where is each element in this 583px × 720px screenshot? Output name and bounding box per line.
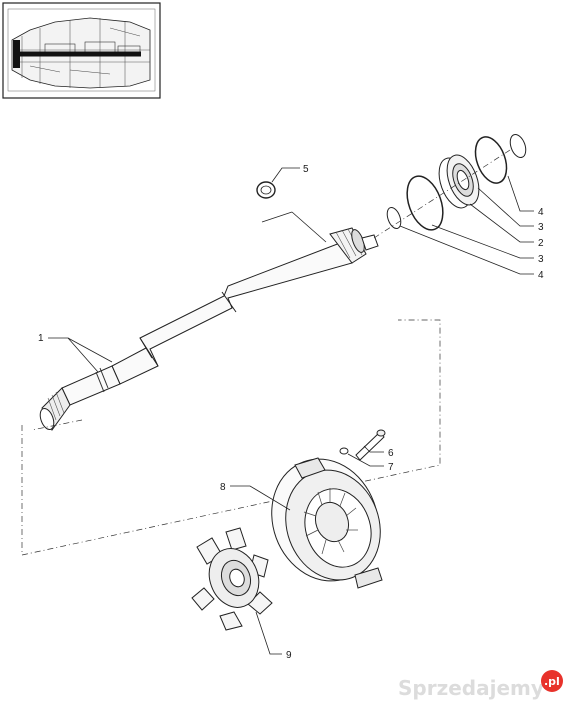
callout-1: 1: [38, 333, 44, 344]
callout-2: 2: [538, 238, 544, 249]
svg-text:Sprzedajemy: Sprzedajemy: [398, 676, 544, 700]
callout-4-rear: 4: [538, 207, 544, 218]
watermark-logo: Sprzedajemy .pl: [398, 670, 563, 700]
callout-9: 9: [286, 650, 292, 661]
callout-5: 5: [303, 164, 309, 175]
assembly-axis-lines: [21, 149, 511, 556]
clutch-pressure-plate: [271, 457, 383, 589]
svg-text:.pl: .pl: [544, 675, 560, 688]
snap-ring-rear: [509, 133, 527, 159]
shaft-seal: [256, 181, 276, 199]
bolt: [355, 429, 386, 461]
callout-6: 6: [388, 448, 394, 459]
leader-lines: [48, 167, 534, 655]
input-shaft: [39, 227, 379, 431]
washer: [339, 447, 349, 455]
callout-3-front: 3: [538, 254, 544, 265]
ball-bearing: [438, 154, 480, 209]
callout-4-front: 4: [538, 270, 544, 281]
retaining-ring-front: [406, 175, 444, 231]
callout-7: 7: [388, 462, 394, 473]
callout-3-rear: 3: [538, 222, 544, 233]
snap-ring-small: [386, 206, 402, 230]
highlighted-shaft: [15, 51, 141, 57]
callout-8: 8: [220, 482, 226, 493]
clutch-disc: [191, 527, 273, 631]
location-thumbnail: [2, 2, 161, 99]
retaining-ring-rear: [474, 136, 508, 184]
